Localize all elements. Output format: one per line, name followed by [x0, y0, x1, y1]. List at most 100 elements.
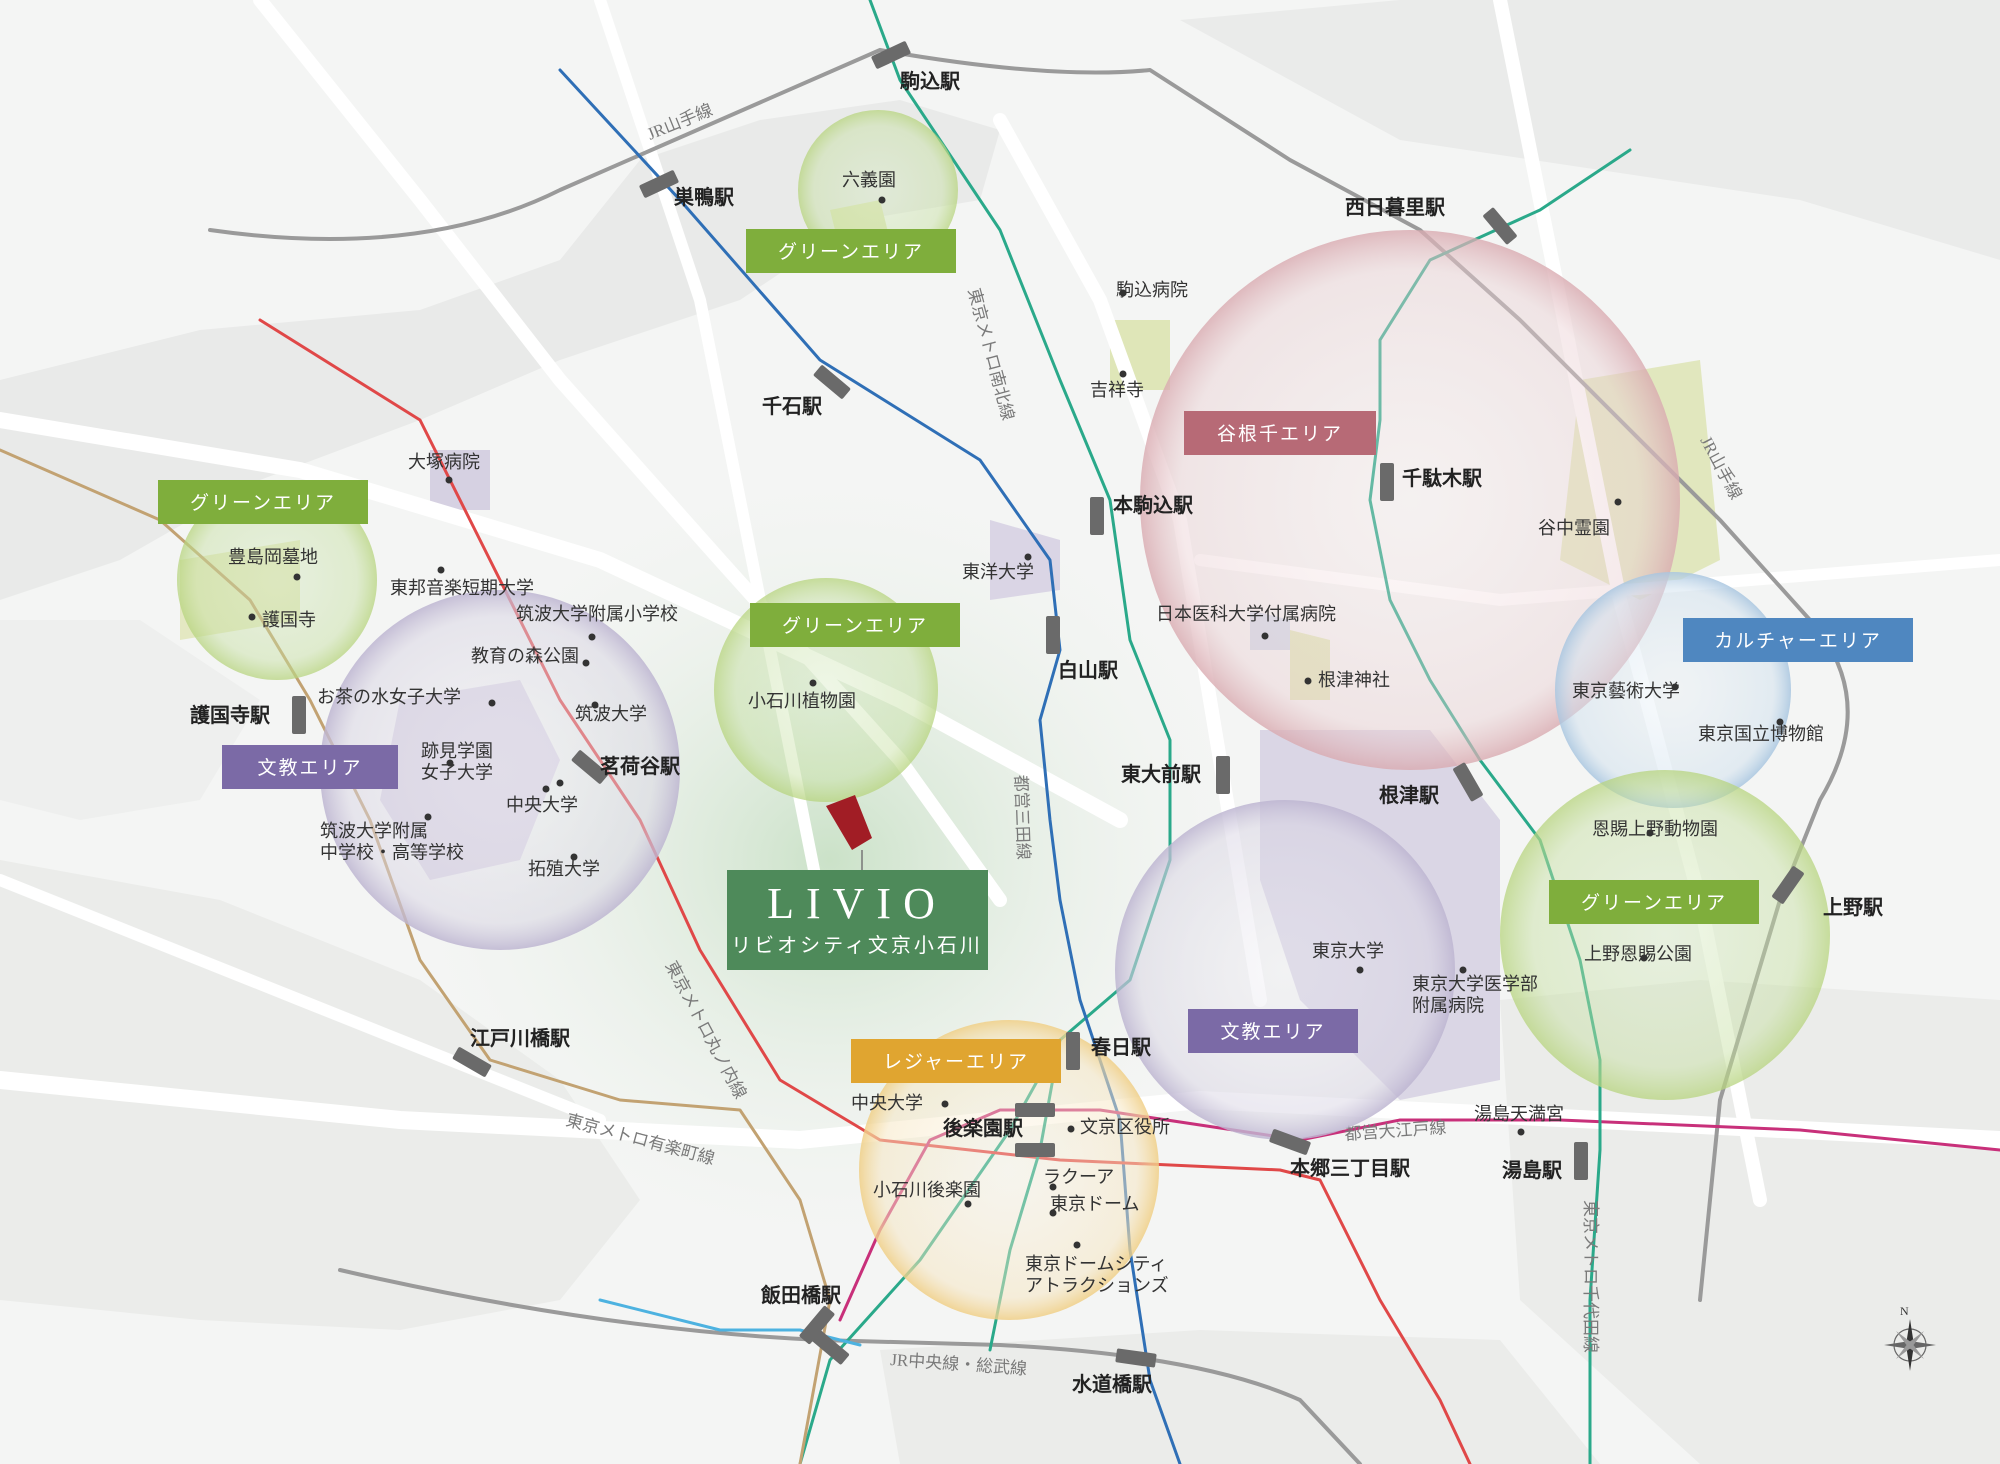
station-marker-sengoku [813, 365, 851, 399]
poi-labels: 六義園 駒込病院 吉祥寺 大塚病院 谷中霊園 東洋大学 豊島岡墓地 護国寺 東邦… [228, 170, 1824, 1296]
poi-label-laqua: ラクーア [1043, 1167, 1114, 1187]
station-label-korakuen: 後楽園駅 [943, 1116, 1023, 1140]
station-marker-korakuen-a [1015, 1103, 1055, 1117]
station-label-gokokuji: 護国寺駅 [190, 703, 270, 727]
poi-label-kichijoji: 吉祥寺 [1090, 380, 1144, 400]
station-label-honkomagome: 本駒込駅 [1113, 493, 1193, 517]
area-tag-yanesen [1184, 411, 1376, 455]
poi-label-ueno-zoo: 恩賜上野動物園 [1592, 819, 1718, 839]
station-marker-yushima [1574, 1142, 1588, 1180]
station-labels: 駒込駅 巣鴨駅 西日暮里駅 千石駅 本駒込駅 千駄木駅 白山駅 護国寺駅 茗荷谷… [190, 69, 1883, 1396]
poi-label-koishikawa-korakuen: 小石川後楽園 [873, 1180, 981, 1200]
poi-label-toyo-univ: 東洋大学 [962, 562, 1034, 582]
poi-label-bunkyo-office: 文京区役所 [1080, 1117, 1170, 1137]
area-tag-label: グリーンエリア [782, 615, 928, 637]
station-label-hakusan: 白山駅 [1058, 658, 1118, 682]
poi-label-tsukuba-jr-high: 筑波大学附属中学校・高等学校 [320, 821, 464, 863]
area-circle-leisure [859, 1020, 1159, 1320]
area-tag-bunkyo-east [1188, 1009, 1358, 1053]
area-tag-green-koishikawa [750, 603, 960, 647]
area-tag-label: グリーンエリア [190, 492, 336, 514]
station-label-ueno: 上野駅 [1823, 896, 1883, 919]
area-tags[interactable]: グリーンエリア 谷根千エリア グリーンエリア グリーンエリア カルチャーエリア … [158, 229, 1913, 1083]
poi-label-univ-tokyo: 東京大学 [1312, 941, 1384, 961]
brand-subtitle: リビオシティ文京小石川 [731, 934, 983, 957]
poi-label-komagome-hospital: 駒込病院 [1116, 280, 1188, 300]
area-circle-yanesen [1140, 230, 1680, 770]
property-marker[interactable] [826, 795, 872, 870]
poi-label-otsuka-hospital: 大塚病院 [408, 452, 480, 472]
station-marker-todaimae [1216, 756, 1230, 794]
poi-label-toshimagaoka: 豊島岡墓地 [228, 547, 318, 567]
area-circle-ueno [1500, 770, 1830, 1100]
area-tag-label: 谷根千エリア [1217, 423, 1343, 445]
station-markers [292, 41, 1804, 1368]
area-tag-label: グリーンエリア [1581, 892, 1727, 914]
poi-label-tsukuba-elem: 筑波大学附属小学校 [516, 604, 678, 624]
line-label-mita: 都営三田線 [1011, 774, 1033, 860]
station-marker-komagome [871, 41, 911, 69]
station-marker-korakuen-b [1015, 1143, 1055, 1157]
station-marker-sugamo [639, 170, 679, 198]
station-label-komagome: 駒込駅 [900, 69, 960, 93]
station-marker-ueno [1772, 866, 1804, 904]
station-label-kasuga: 春日駅 [1090, 1035, 1151, 1059]
line-label-chiyoda: 東京メトロ千代田線 [1581, 1200, 1600, 1353]
station-marker-edogawabashi [452, 1047, 492, 1077]
brand-box[interactable]: LIVIO リビオシティ文京小石川 [727, 870, 988, 970]
poi-label-nezu-shrine: 根津神社 [1318, 670, 1390, 690]
area-tag-label: レジャーエリア [883, 1052, 1029, 1073]
station-marker-sendagi [1380, 463, 1394, 501]
station-label-sugamo: 巣鴨駅 [673, 185, 734, 209]
area-tag-green-rikugien [746, 229, 956, 273]
area-circle-zoshigaya [177, 480, 377, 680]
poi-label-tsukuba-univ: 筑波大学 [575, 704, 647, 724]
station-label-nishinippori: 西日暮里駅 [1345, 196, 1445, 219]
brand-box-bg [727, 870, 988, 970]
area-tag-green-ueno [1549, 880, 1759, 924]
station-marker-suidobashi [1115, 1348, 1157, 1368]
area-tag-label: 文教エリア [257, 757, 362, 779]
station-marker-honkomagome [1090, 497, 1104, 535]
poi-dots [248, 196, 1784, 1249]
poi-label-yushima-tenmangu: 湯島天満宮 [1474, 1104, 1564, 1124]
station-label-edogawabashi: 江戸川橋駅 [470, 1026, 570, 1050]
poi-label-ut-hospital: 東京大学医学部附属病院 [1412, 974, 1538, 1016]
property-pin-icon [826, 795, 872, 850]
station-label-todaimae: 東大前駅 [1121, 762, 1201, 786]
poi-label-atomi: 跡見学園女子大学 [421, 741, 493, 783]
poi-label-takushoku: 拓殖大学 [528, 858, 600, 879]
poi-label-ueno-park: 上野恩賜公園 [1584, 944, 1692, 964]
station-label-hongo3: 本郷三丁目駅 [1290, 1157, 1410, 1180]
station-marker-gokokuji [292, 696, 306, 734]
area-tag-leisure [851, 1039, 1061, 1083]
station-marker-nishinippori [1483, 207, 1517, 245]
poi-label-rikugien: 六義園 [842, 170, 896, 190]
station-label-nezu: 根津駅 [1379, 783, 1439, 807]
station-marker-nezu [1453, 762, 1483, 802]
poi-label-chuo-univ: 中央大学 [851, 1093, 923, 1113]
poi-label-geidai: 東京藝術大学 [1572, 681, 1680, 701]
mita-line-south [598, 1298, 862, 1347]
station-label-sengoku: 千石駅 [762, 395, 822, 418]
area-circle-bunkyo-west [320, 590, 680, 950]
poi-label-chuo-univ-west: 中央大学 [506, 795, 578, 815]
poi-label-koishikawa-garden: 小石川植物園 [748, 691, 856, 711]
station-label-sendagi: 千駄木駅 [1402, 466, 1482, 490]
station-label-iidabashi: 飯田橋駅 [760, 1283, 841, 1307]
area-circle-bunkyo-east [1115, 800, 1455, 1140]
station-marker-kasuga [1066, 1032, 1080, 1070]
brand-title: LIVIO [767, 879, 947, 928]
station-marker-iidabashi-b [810, 1329, 850, 1365]
station-label-myogadani: 茗荷谷駅 [600, 754, 680, 778]
area-tag-label: カルチャーエリア [1714, 631, 1882, 652]
area-tag-green-zoshigaya [158, 480, 368, 524]
area-tag-label: 文教エリア [1220, 1021, 1325, 1043]
poi-label-toho-college: 東邦音楽短期大学 [390, 578, 534, 598]
poi-label-ochanomizu-univ: お茶の水女子大学 [317, 687, 461, 707]
station-label-yushima: 湯島駅 [1502, 1158, 1562, 1182]
compass-rose-icon: N [1884, 1304, 1936, 1371]
station-marker-hongo3 [1269, 1129, 1311, 1155]
station-marker-iidabashi-a [799, 1305, 835, 1345]
